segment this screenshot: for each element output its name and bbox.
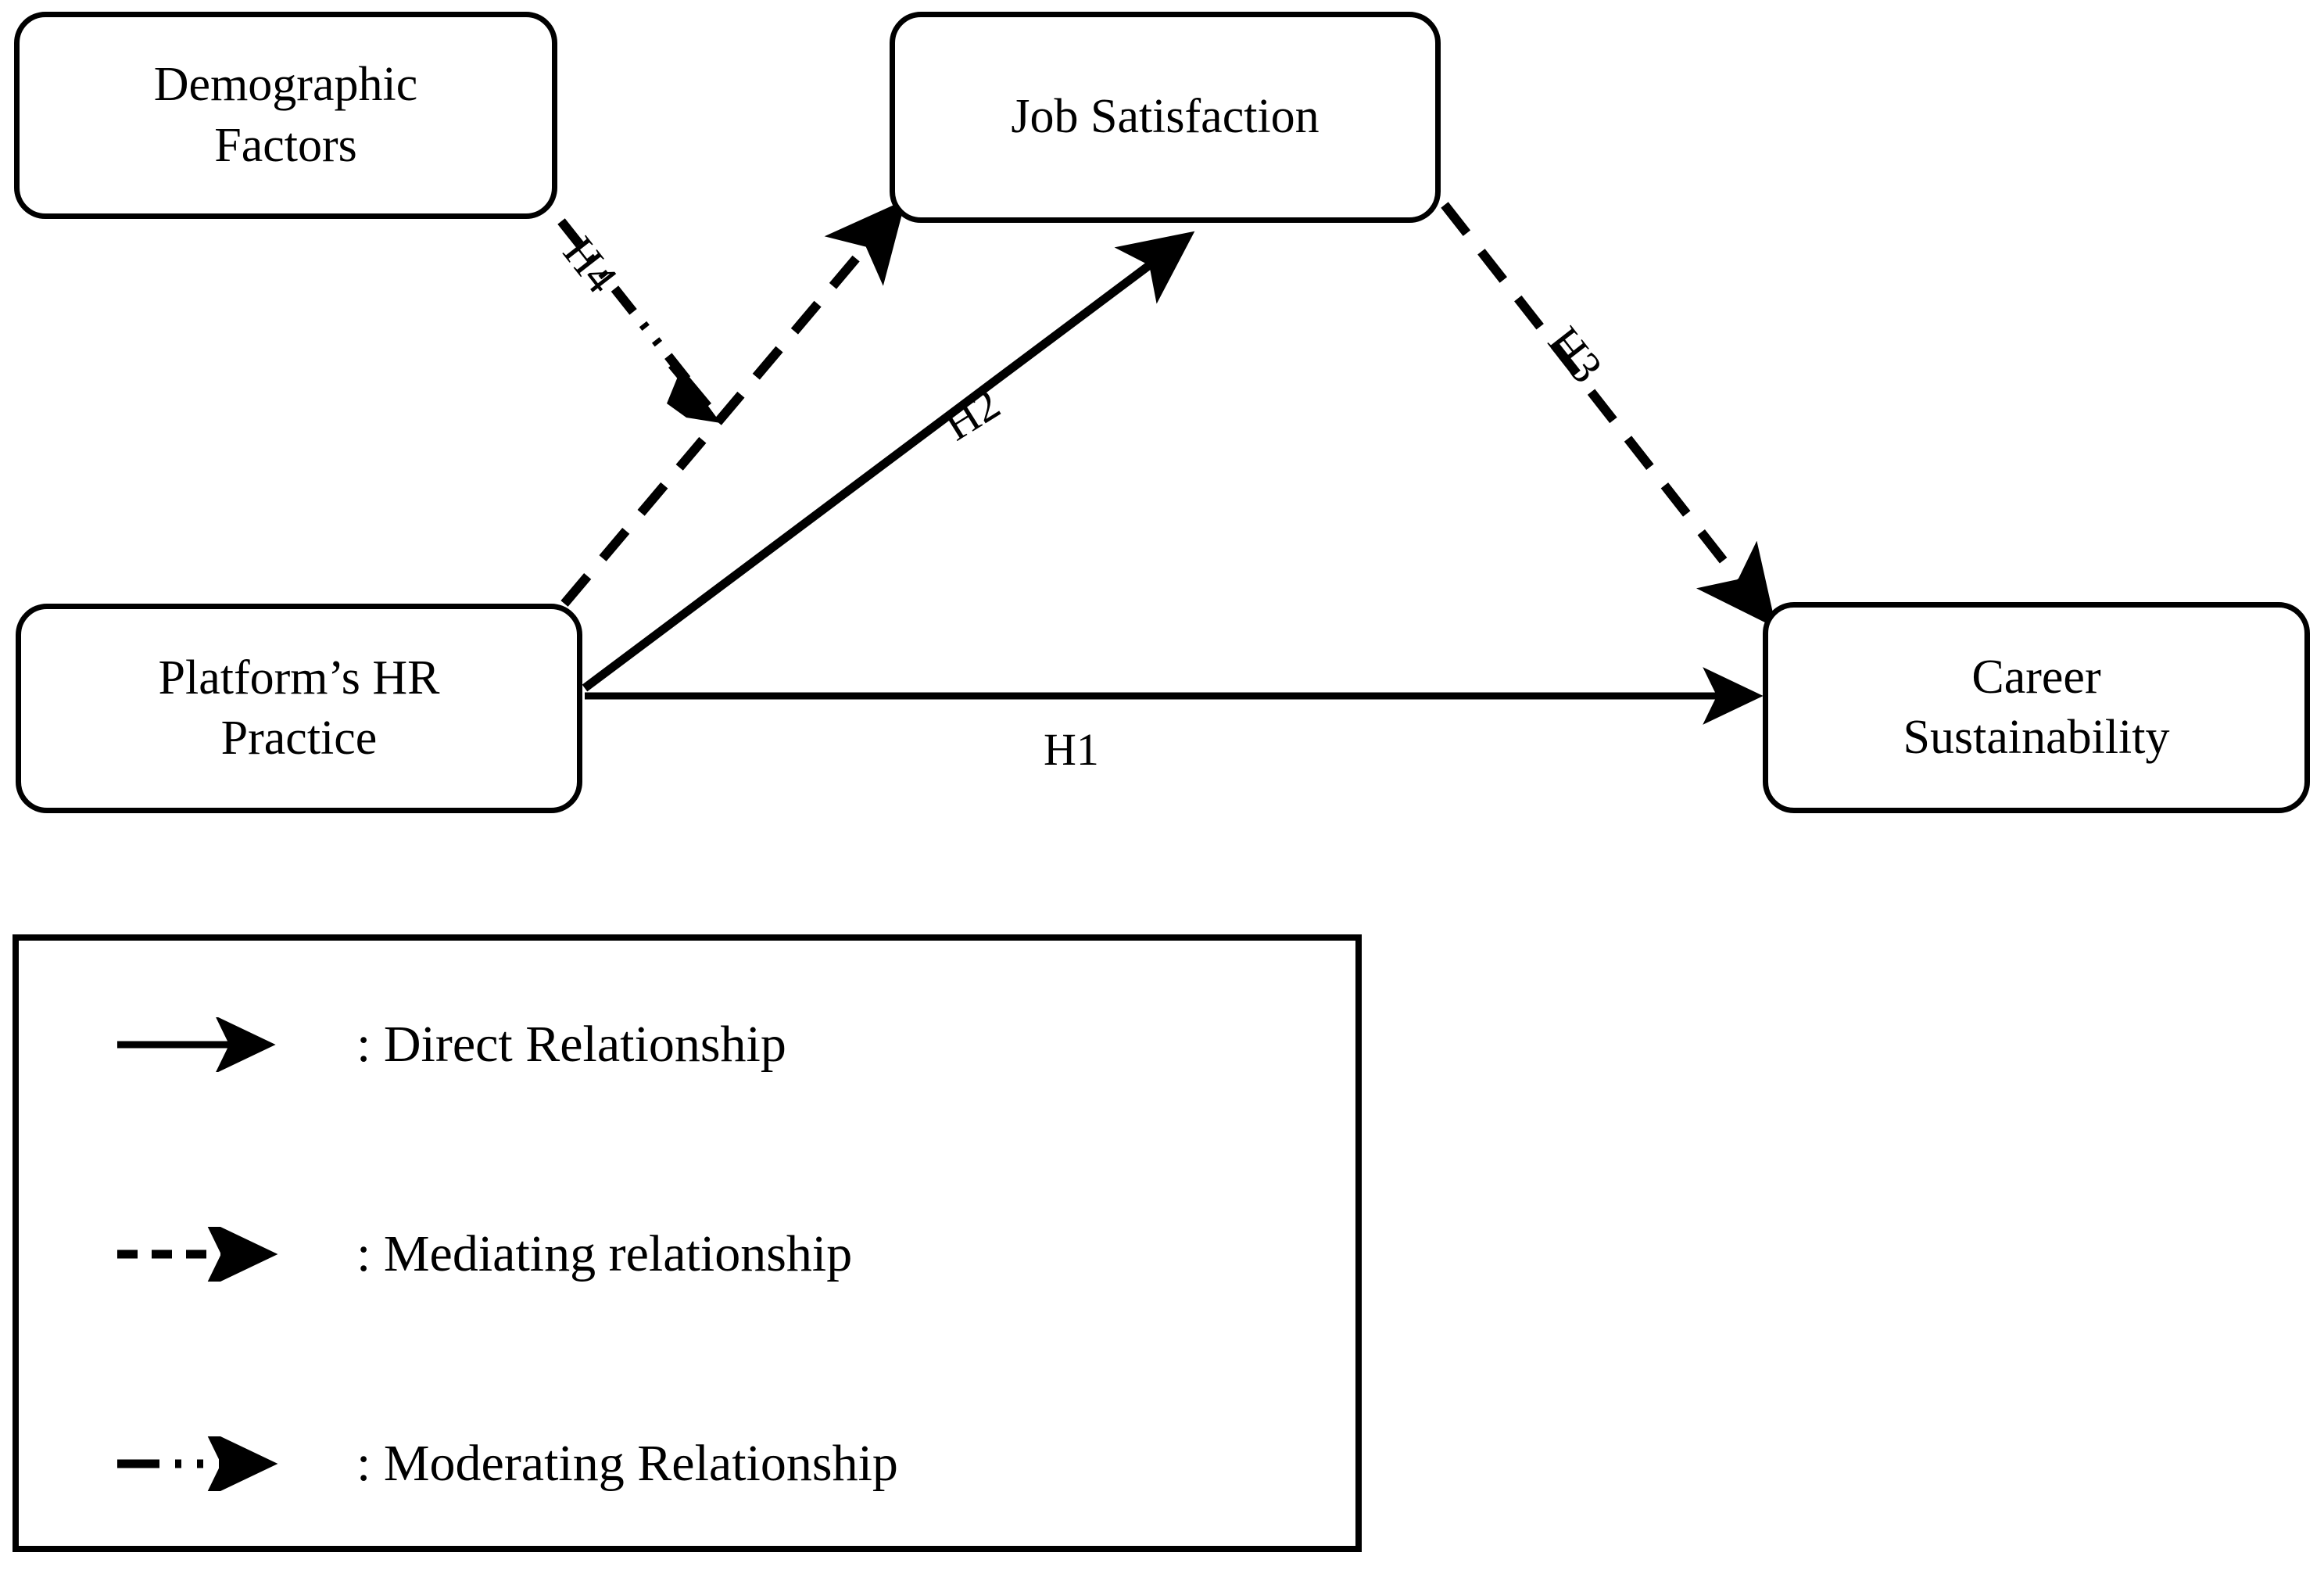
legend-item-moderating-label: : Moderating Relationship xyxy=(356,1435,898,1492)
node-demographic-factors[interactable]: Demographic Factors xyxy=(14,12,557,219)
legend-item-mediating: : Mediating relationship xyxy=(113,1224,852,1284)
legend-item-moderating: : Moderating Relationship xyxy=(113,1434,898,1493)
node-career-sustainability-label: Career Sustainability xyxy=(1903,650,2170,765)
edge-h3-line xyxy=(1441,202,1777,629)
dash-dot-arrow-icon xyxy=(117,1436,278,1491)
dashed-arrow-icon xyxy=(117,1227,278,1282)
legend-item-direct-label: : Direct Relationship xyxy=(356,1016,786,1073)
edge-label-h1: H1 xyxy=(1044,724,1099,775)
edge-mediating-line xyxy=(560,199,906,607)
edge-h2-line xyxy=(582,231,1195,692)
legend-item-mediating-label: : Mediating relationship xyxy=(356,1225,853,1282)
solid-arrow-icon xyxy=(117,1017,276,1072)
edge-h4-line xyxy=(557,218,692,384)
edge-h4-group xyxy=(557,218,721,423)
node-job-satisfaction[interactable]: Job Satisfaction xyxy=(890,12,1441,223)
legend-item-direct: : Direct Relationship xyxy=(113,1015,786,1074)
node-demographic-factors-label: Demographic Factors xyxy=(153,58,418,172)
legend-box: : Direct Relationship : Mediating relati… xyxy=(13,934,1362,1552)
node-platforms-hr-practice-label: Platform’s HR Practice xyxy=(158,651,440,765)
node-platforms-hr-practice[interactable]: Platform’s HR Practice xyxy=(16,604,582,813)
node-career-sustainability[interactable]: Career Sustainability xyxy=(1763,602,2310,813)
edge-h4-arrow-tail xyxy=(668,360,711,411)
node-job-satisfaction-label: Job Satisfaction xyxy=(1011,90,1320,144)
